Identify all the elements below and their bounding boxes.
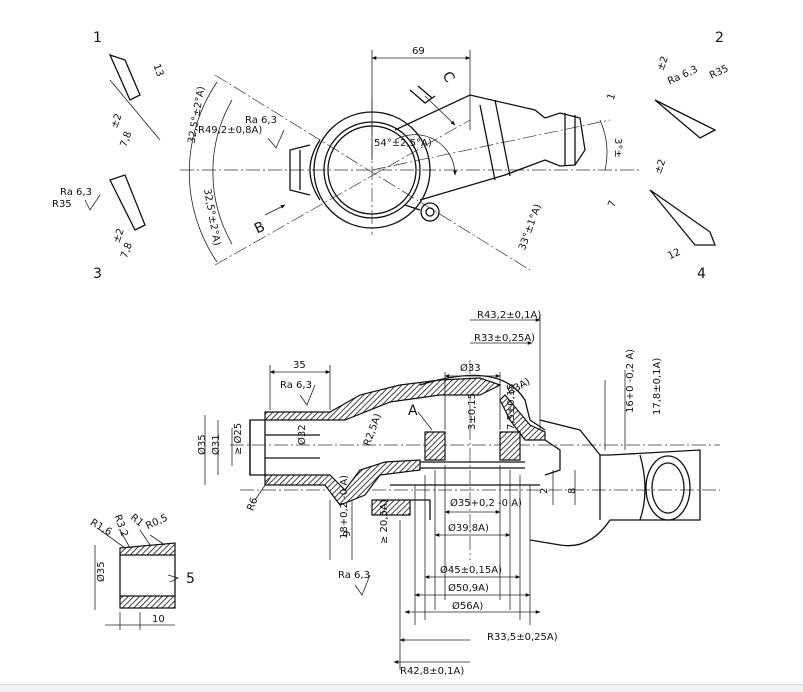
dim-angle-lower: 32,5°±2°A) (201, 188, 222, 247)
detail-number-5: 5 (186, 571, 195, 587)
svg-text:1: 1 (606, 92, 619, 102)
detail5-r16: R1,6 (88, 517, 113, 538)
r335: R33,5±0,25A) (487, 632, 558, 643)
dia-33: Ø33 (460, 362, 481, 374)
r25: R2,5A) (362, 412, 384, 447)
bottom-bar (0, 684, 803, 692)
detail-2: 2 ±2 Ra 6,3 R35 1 (606, 30, 730, 139)
dim-205: ≥ 20,5A) (379, 499, 390, 544)
detail-1: 1 13 ±2 7,8 (93, 30, 165, 149)
dim-3: 3±0,15 (467, 393, 478, 430)
r6: R6 (245, 496, 260, 512)
dim-69: 69 (412, 46, 425, 57)
detail-3: 3 Ra 6,3 R35 ±2 7,8 (52, 174, 146, 282)
dim-16: 16+0 -0,2 A) (625, 349, 636, 413)
ra-left: Ra 6,3 (245, 115, 277, 126)
svg-text:±2: ±2 (655, 55, 670, 73)
detail-number-3: 3 (93, 266, 102, 282)
detail5-dia: Ø35 (95, 561, 107, 582)
detail-number-4: 4 (697, 266, 706, 282)
dia-25: ≥ Ø25 (232, 423, 244, 455)
detail5-r32: R3,2 (112, 513, 130, 538)
svg-text:Ra 6,3: Ra 6,3 (666, 64, 700, 87)
detail5-r05: R0,5 (144, 512, 169, 532)
dia-398: Ø39,8A) (448, 522, 489, 534)
dim-8: 8 (567, 488, 578, 494)
top-view: 69 C 54°±2,5°A) 32,5°±2°A) 32,5°±2°A) R4… (180, 46, 640, 271)
dia-32: Ø32 (296, 424, 308, 445)
section-mark-c: C (439, 69, 458, 86)
dia-56: Ø56A) (452, 600, 483, 612)
detail-number-1: 1 (93, 30, 102, 46)
svg-text:12: 12 (666, 247, 682, 262)
r428: R42,8±0,1A) (400, 666, 464, 677)
r432: R43,2±0,1A) (477, 310, 541, 321)
dia-35: Ø35 (196, 434, 208, 455)
dim-9: 9 (342, 531, 353, 537)
svg-text:7: 7 (606, 199, 619, 209)
label-a: A (408, 403, 418, 419)
dim-75: 7,5±0,15 (506, 383, 517, 430)
svg-text:R35: R35 (52, 199, 72, 210)
dia-509: Ø50,9A) (448, 582, 489, 594)
dim-center-angle: 54°±2,5°A) (374, 138, 432, 149)
detail5-len: 10 (152, 614, 165, 625)
dim-right-angle: 33°±1°A) (517, 203, 544, 252)
detail-5: 5 Ø35 10 R1,6 R3,2 R1 R0,5 (88, 512, 195, 630)
dia-45: Ø45±0,15A) (440, 564, 502, 576)
r33: R33±0,25A) (474, 333, 535, 344)
dim-radius: R49,2±0,8A) (198, 125, 262, 136)
detail-number-2: 2 (715, 30, 724, 46)
dim-35-top: 35 (293, 360, 306, 371)
dia-31: Ø31 (210, 434, 222, 455)
detail-4: 4 ±2 7 12 (606, 158, 716, 282)
svg-text:7,8: 7,8 (119, 130, 135, 149)
svg-text:13: 13 (150, 63, 165, 79)
svg-text:7,8: 7,8 (119, 241, 135, 260)
dim-3deg: 3°± (612, 138, 623, 158)
ra-bottom: Ra 6,3 (338, 570, 370, 581)
svg-text:R35: R35 (708, 63, 730, 81)
svg-text:±2: ±2 (109, 112, 124, 130)
svg-text:±2: ±2 (111, 227, 126, 245)
svg-text:Ra 6,3: Ra 6,3 (60, 187, 92, 198)
view-arrow-b: B (252, 219, 267, 238)
dim-18: 18+0,2 -0 A) (339, 475, 350, 539)
detail5-r1: R1 (128, 512, 145, 529)
dim-178: 17,8±0,1A) (652, 358, 663, 415)
r3: R3A) (506, 376, 532, 398)
section-view: 35 Ra 6,3 Ø35 Ø31 ≥ Ø25 Ø32 R6 R2,5A) A … (196, 310, 720, 677)
dim-2: 2 (539, 488, 550, 494)
dia-35b: Ø35+0,2 -0 A) (450, 497, 522, 509)
ra-top: Ra 6,3 (280, 380, 312, 391)
svg-text:±2: ±2 (653, 158, 668, 176)
